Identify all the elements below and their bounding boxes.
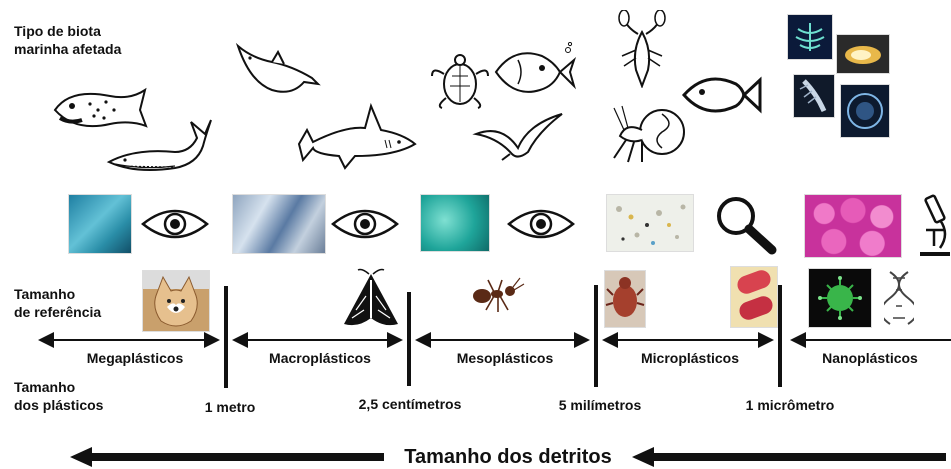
seabird-drawing <box>472 108 567 166</box>
moth-drawing <box>340 266 402 330</box>
threshold-label-5-mm: 5 milímetros <box>535 397 665 413</box>
reference-row-label: Tamanho de referência <box>14 285 101 321</box>
turtle-drawing <box>428 52 492 114</box>
megaplastic-photo <box>68 194 132 254</box>
category-nanoplasticos: Nanoplásticos <box>800 350 940 366</box>
category-megaplasticos: Megaplásticos <box>60 350 210 366</box>
microplastic-photo <box>606 194 694 252</box>
plankton-photo-4 <box>840 84 890 138</box>
dog-photo <box>142 270 210 332</box>
category-macroplasticos: Macroplásticos <box>240 350 400 366</box>
threshold-label-2-5-cm: 2,5 centímetros <box>335 396 485 412</box>
category-arrows <box>0 330 951 350</box>
threshold-label-1-micrometro: 1 micrômetro <box>725 397 855 413</box>
eye-icon <box>140 204 210 244</box>
shark-drawing <box>295 100 420 170</box>
biota-row-label: Tipo de biota marinha afetada <box>14 22 121 58</box>
ant-drawing <box>468 274 526 316</box>
dolphin-drawing <box>232 38 322 103</box>
plankton-photo-3 <box>793 74 835 118</box>
debris-size-title: Tamanho dos detritos <box>384 445 632 469</box>
magnifier-icon <box>712 194 778 256</box>
hermit-crab-drawing <box>606 100 688 166</box>
whale-drawing <box>105 112 215 177</box>
lobster-drawing <box>616 10 668 88</box>
mite-photo <box>604 270 646 328</box>
eye-icon <box>506 204 576 244</box>
nanoplastic-photo <box>804 194 902 258</box>
fish-drawing <box>490 42 576 102</box>
category-microplasticos: Microplásticos <box>610 350 770 366</box>
mesoplastic-photo <box>420 194 490 252</box>
threshold-label-1-metro: 1 metro <box>180 399 280 415</box>
category-mesoplasticos: Mesoplásticos <box>420 350 590 366</box>
fish-simple-drawing <box>680 70 764 120</box>
virus-photo <box>808 268 872 328</box>
plankton-photo-2 <box>836 34 890 74</box>
macroplastic-photo <box>232 194 326 254</box>
microscope-icon <box>916 190 951 260</box>
eye-icon <box>330 204 400 244</box>
bacteria-photo <box>730 266 778 328</box>
dna-icon <box>884 270 914 326</box>
plankton-photo-1 <box>787 14 833 60</box>
plastic-size-row-label: Tamanho dos plásticos <box>14 378 103 414</box>
